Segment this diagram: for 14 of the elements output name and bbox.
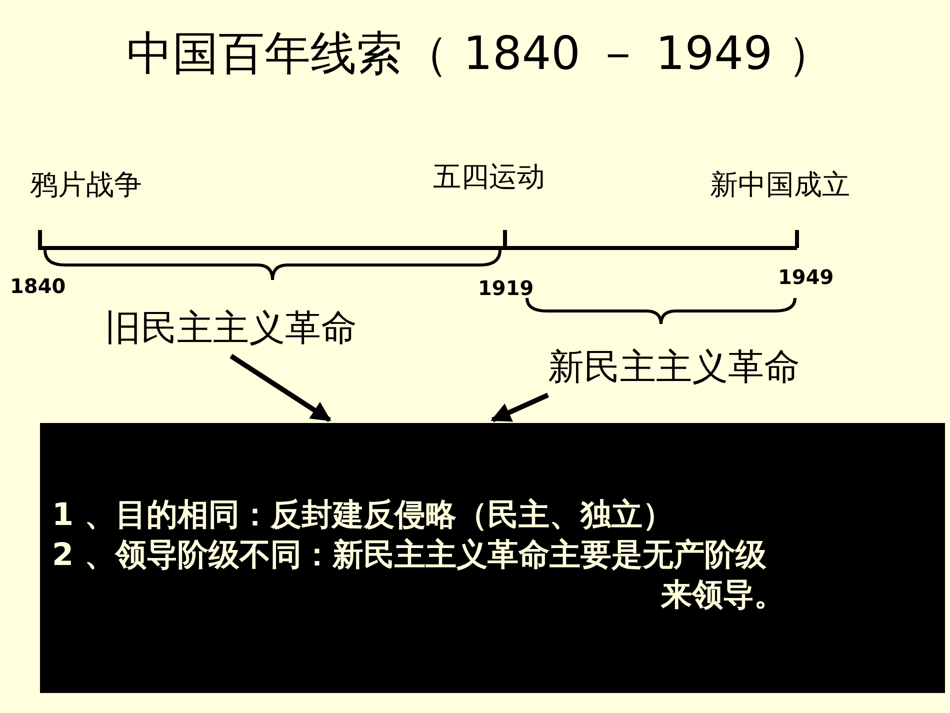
- arrow: [230, 354, 332, 422]
- year-label: 1840: [10, 274, 66, 298]
- point-text: 1 、目的相同：反封建反侵略（民主、独立）: [52, 496, 674, 535]
- year-label: 1949: [778, 265, 834, 289]
- period-label: 新民主主义革命: [548, 346, 801, 390]
- event-label: 鸦片战争: [30, 167, 142, 203]
- point-text: 2 、领导阶级不同：新民主主义革命主要是无产阶级来领导。: [52, 536, 786, 615]
- arrow: [490, 392, 550, 422]
- title: 中国百年线索（ 1840 － 1949 ）: [126, 25, 834, 82]
- event-label: 五四运动: [433, 159, 545, 195]
- text-panel: [40, 423, 945, 693]
- year-label: 1919: [478, 276, 534, 300]
- event-label: 新中国成立: [710, 167, 850, 203]
- period-label: 旧民主主义革命: [105, 307, 358, 351]
